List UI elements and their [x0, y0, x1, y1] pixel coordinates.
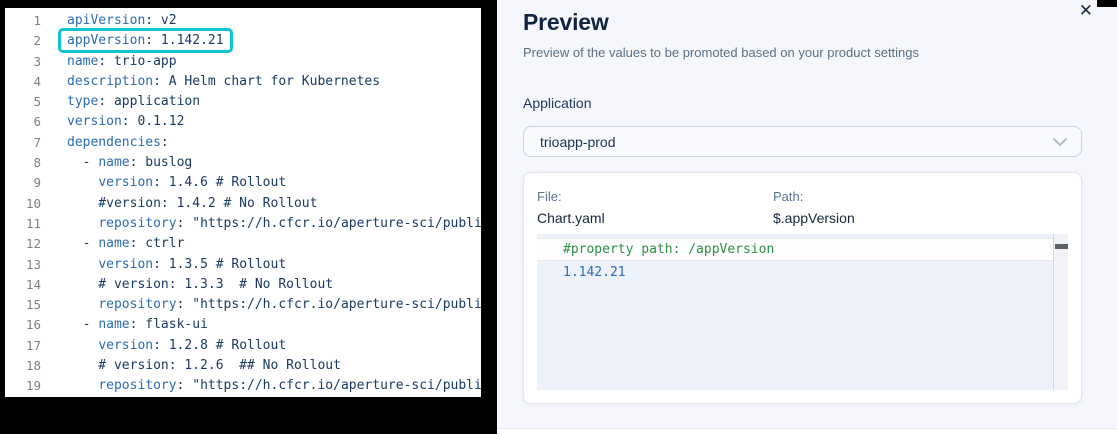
path-value: $.appVersion [773, 210, 855, 226]
line-number: 19 [25, 378, 41, 394]
application-dropdown-value: trioapp-prod [540, 133, 616, 150]
preview-card: File: Chart.yaml Path: $.appVersion #pro… [523, 172, 1082, 404]
path-column: Path: $.appVersion [773, 189, 1068, 226]
card-header: File: Chart.yaml Path: $.appVersion [524, 173, 1081, 226]
line-number: 12 [25, 236, 41, 252]
appversion-highlight-box: appVersion: 1.142.21 [58, 28, 233, 54]
file-value: Chart.yaml [537, 210, 605, 226]
file-column: File: Chart.yaml [537, 189, 773, 226]
application-dropdown[interactable]: trioapp-prod [523, 126, 1082, 157]
code-preview-lines: #property path: /appVersion 1.142.21 [537, 238, 1053, 284]
code-preview-highlight-row [537, 238, 1053, 261]
code-line: 8 - name: buslog [5, 153, 481, 173]
black-notch [1097, 0, 1117, 7]
code-line: 14 # version: 1.3.3 # No Rollout [5, 275, 481, 295]
close-button[interactable]: ✕ [1079, 3, 1093, 20]
line-number: 4 [33, 73, 41, 89]
code-line: 10 #version: 1.4.2 # No Rollout [5, 194, 481, 214]
code-line: 12 - name: ctrlr [5, 234, 481, 254]
line-number: 16 [25, 317, 41, 333]
modal-subtitle: Preview of the values to be promoted bas… [523, 45, 920, 60]
code-line: 16 - name: flask-ui [5, 315, 481, 335]
line-number: 17 [25, 337, 41, 353]
code-line: 15 repository: "https://h.cfcr.io/apertu… [5, 295, 481, 315]
footer-strip [497, 428, 1117, 434]
line-number: 18 [25, 358, 41, 374]
line-number: 3 [33, 53, 41, 69]
modal-title: Preview [523, 9, 609, 35]
line-number: 11 [25, 215, 41, 231]
line-number: 14 [25, 276, 41, 292]
preview-code-line: 1.142.21 [563, 265, 626, 280]
line-number: 15 [25, 297, 41, 313]
line-number: 5 [33, 94, 41, 110]
line-number: 1 [33, 13, 41, 28]
scrollbar[interactable] [1053, 234, 1068, 390]
path-label: Path: [773, 189, 804, 204]
close-icon: ✕ [1078, 1, 1093, 21]
code-line: 19 repository: "https://h.cfcr.io/apertu… [5, 376, 481, 396]
line-number: 8 [33, 155, 41, 171]
application-label: Application [523, 95, 592, 111]
code-line: 17 version: 1.2.8 # Rollout [5, 336, 481, 356]
line-number: 13 [25, 256, 41, 272]
code-line: 2 appVersion: 1.142.21 [5, 28, 481, 54]
scrollbar-thumb[interactable] [1055, 244, 1068, 249]
code-line: 18 # version: 1.2.6 ## No Rollout [5, 356, 481, 376]
code-line: 11 repository: "https://h.cfcr.io/apertu… [5, 214, 481, 234]
preview-modal: ✕ Preview Preview of the values to be pr… [497, 0, 1117, 434]
code-line: 9 version: 1.4.6 # Rollout [5, 173, 481, 193]
code-preview[interactable]: #property path: /appVersion 1.142.21 [537, 234, 1068, 390]
line-number: 10 [25, 195, 41, 211]
chevron-down-icon [1053, 137, 1067, 146]
line-number: 6 [33, 114, 41, 130]
line-number: 7 [33, 134, 41, 150]
line-number: 2 [33, 33, 41, 49]
code-line: 13 version: 1.3.5 # Rollout [5, 255, 481, 275]
preview-code-line: #property path: /appVersion [563, 242, 775, 257]
line-number: 9 [33, 175, 41, 191]
file-label: File: [537, 189, 562, 204]
